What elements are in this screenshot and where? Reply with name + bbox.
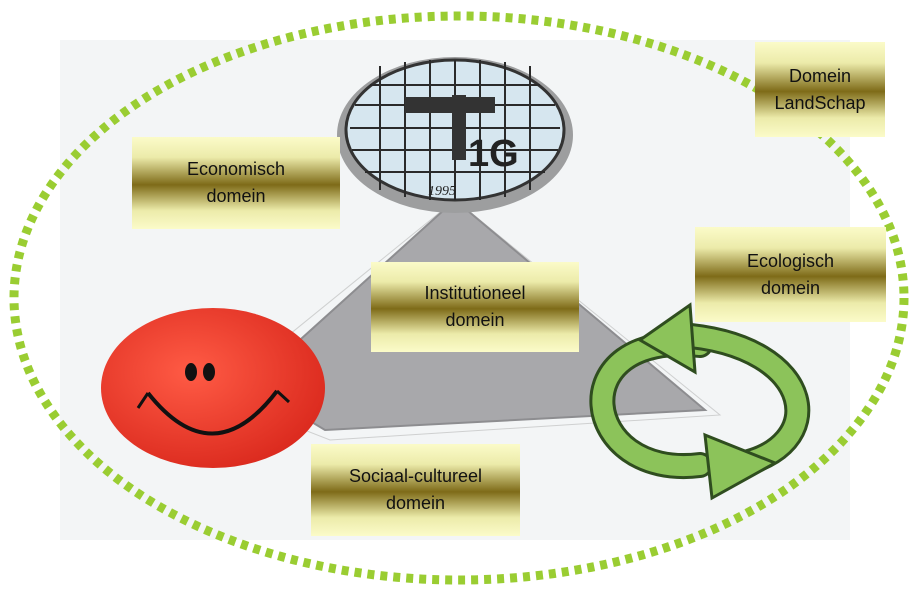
smiley-face-icon: [101, 308, 325, 468]
label-sociaal-cultureel-domein: Sociaal-cultureel domein: [311, 444, 520, 536]
logo-mark: 1G: [468, 133, 519, 175]
label-institutioneel-domein: Institutioneel domein: [371, 262, 579, 352]
domain-boundary-ellipse: [9, 11, 909, 585]
label-economisch-domein: Economisch domein: [132, 137, 340, 229]
label-domein-landschap: Domein LandSchap: [755, 42, 885, 137]
logo-year: 1995: [428, 184, 456, 199]
cycle-arrows-icon: [589, 302, 811, 501]
label-ecologisch-domein: Ecologisch domein: [695, 227, 886, 322]
logo-1g-1995-icon: 1G 1995: [337, 57, 573, 213]
